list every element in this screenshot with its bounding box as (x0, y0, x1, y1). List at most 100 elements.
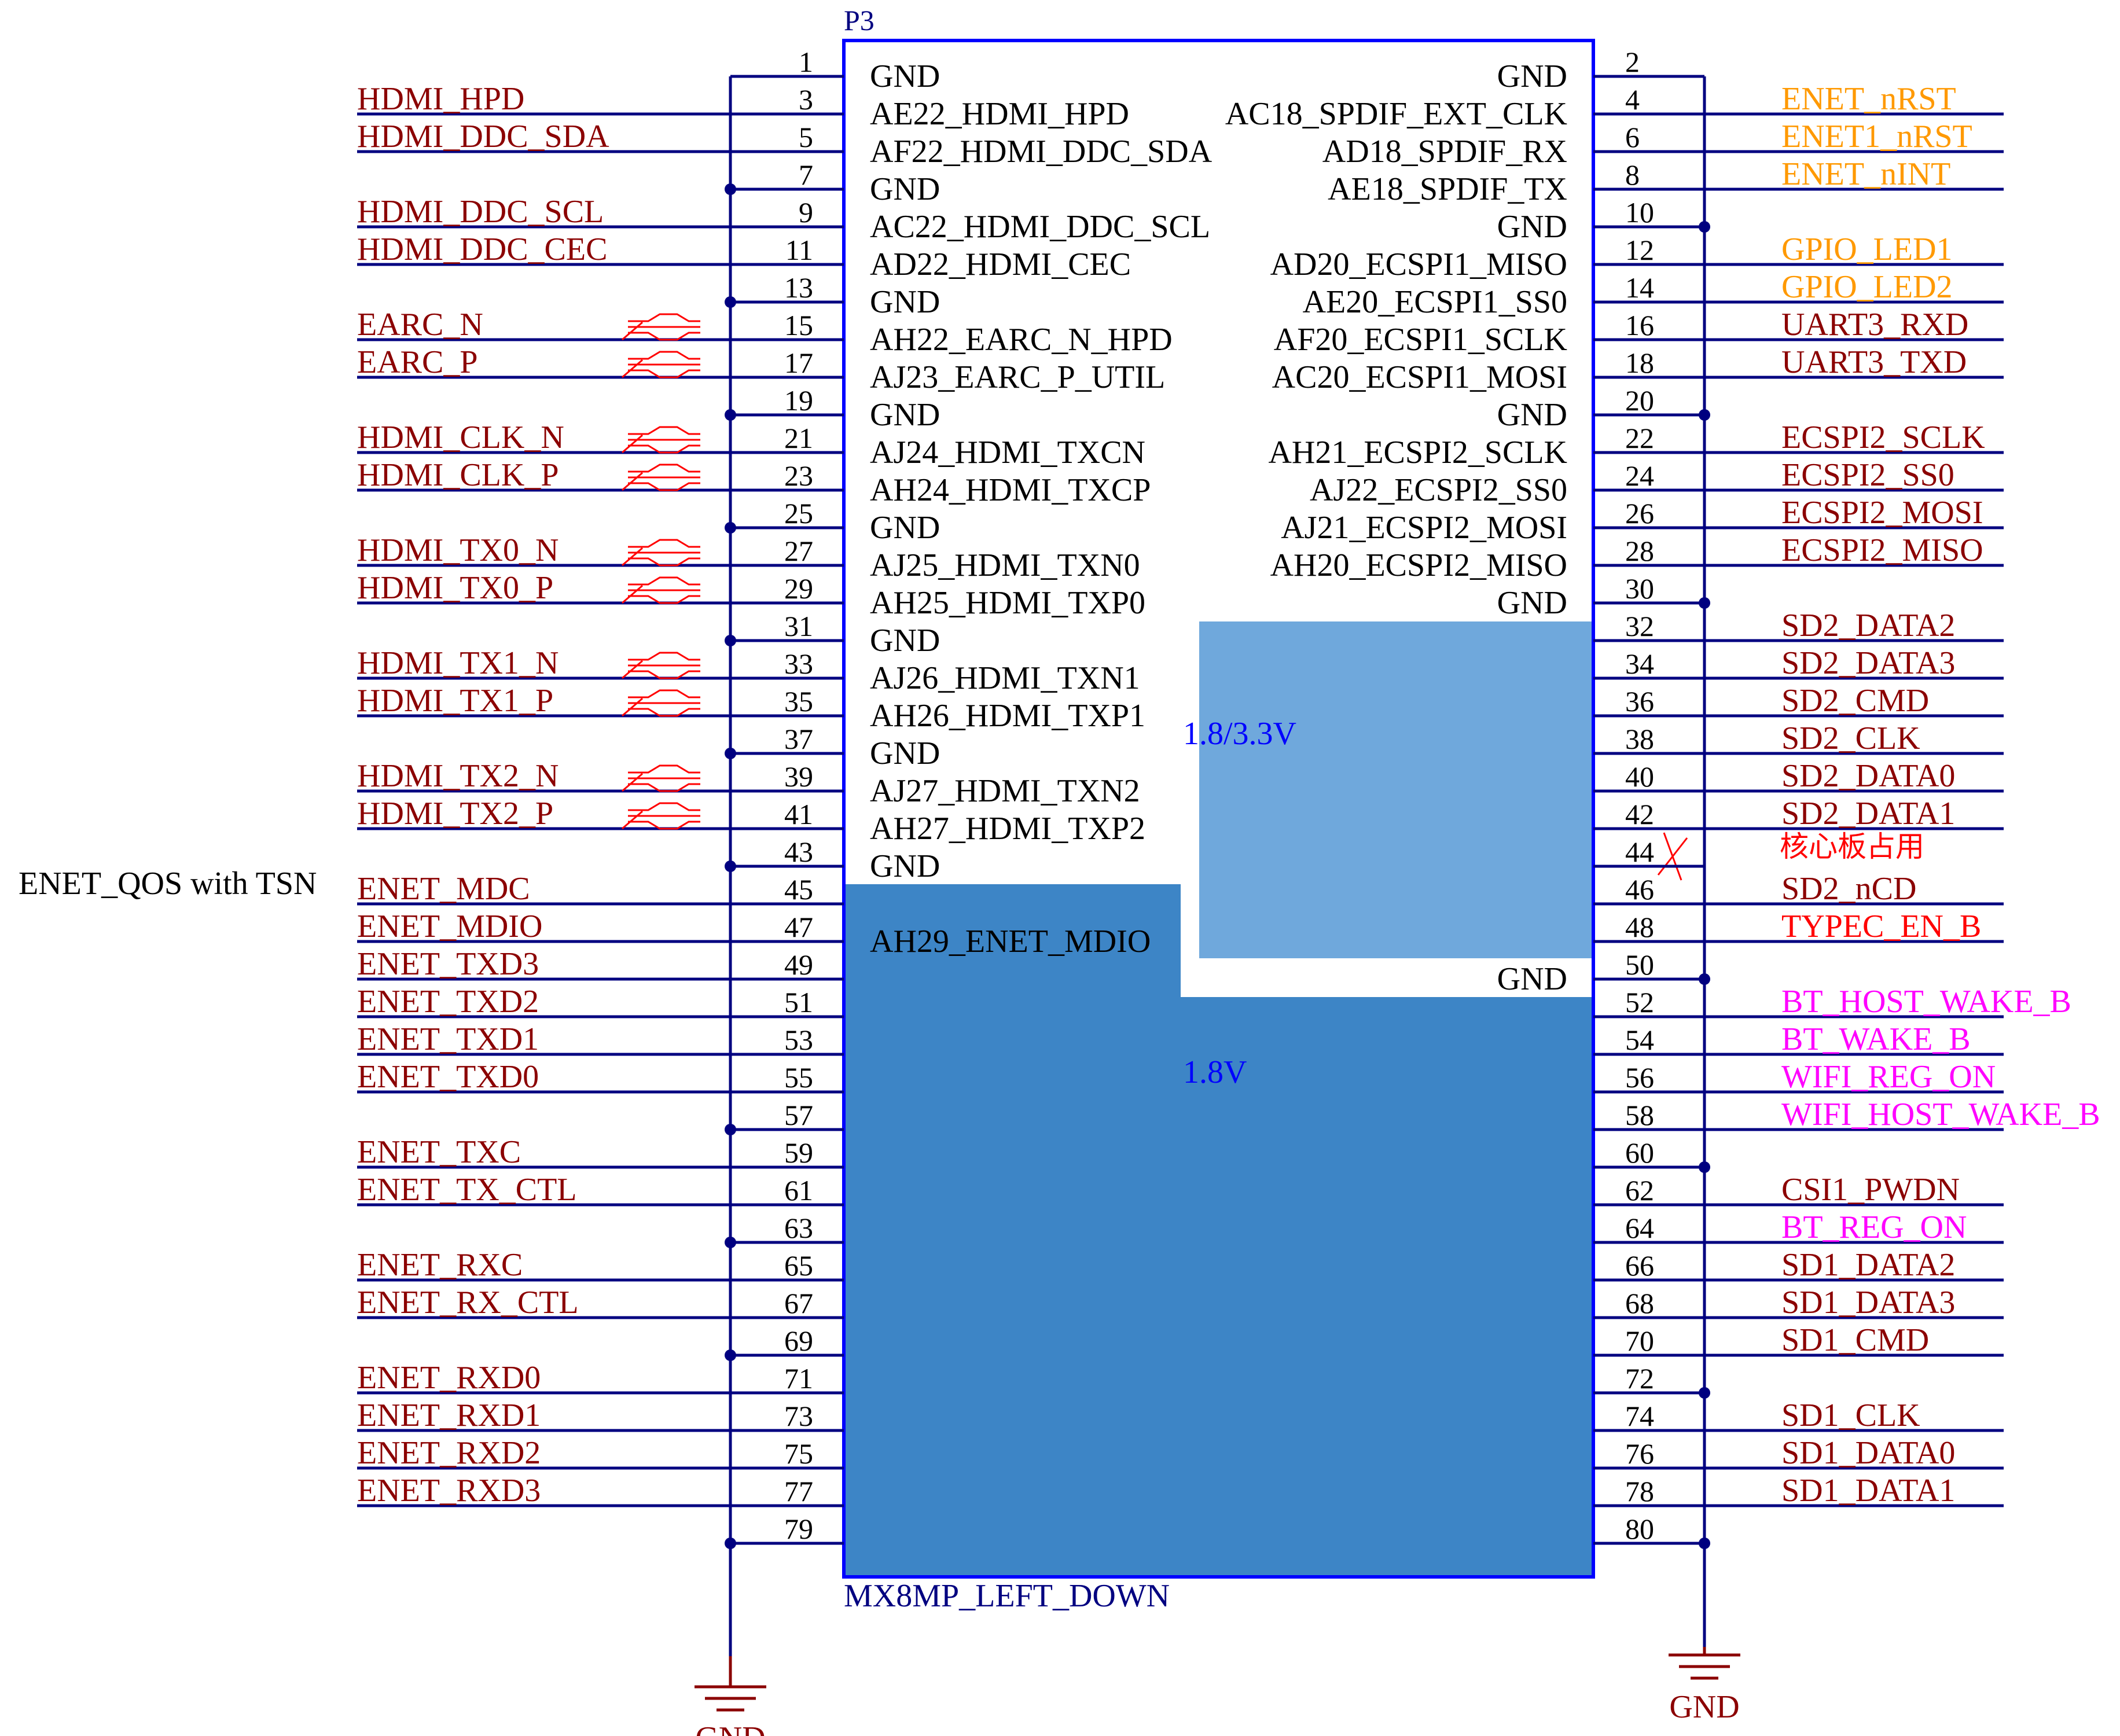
pin-name: AH20_ECSPI2_MISO (1270, 547, 1567, 583)
diff-pair-icon (622, 313, 700, 341)
junction-dot (725, 1349, 736, 1361)
net-label: GPIO_LED2 (1781, 269, 1953, 305)
pin-number: 74 (1625, 1400, 1654, 1432)
pin-number: 11 (785, 234, 813, 266)
pin-number: 33 (784, 648, 813, 680)
pin-name: GND (870, 510, 940, 546)
pin-72[interactable]: 72 (1593, 1362, 1710, 1399)
pin-44[interactable]: 44 (1593, 836, 1704, 868)
pin-79[interactable]: 79 (725, 1513, 844, 1549)
pin-80[interactable]: 80 (1593, 1513, 1710, 1549)
pin-number: 10 (1625, 196, 1654, 229)
net-label: WIFI_REG_ON (1781, 1059, 1996, 1095)
gnd-power-port-right[interactable]: GND (1669, 1647, 1740, 1725)
net-label: HDMI_DDC_SCL (357, 194, 604, 230)
gnd-power-port-left[interactable]: GND (695, 1656, 766, 1736)
pin-number: 66 (1625, 1249, 1654, 1282)
pin-63[interactable]: 63 (725, 1212, 844, 1248)
pin-number: 32 (1625, 610, 1654, 642)
net-label: HDMI_DDC_CEC (357, 231, 607, 267)
pin-60[interactable]: 60 (1593, 1137, 1710, 1173)
pin-number: 44 (1625, 836, 1654, 868)
net-label: HDMI_TX2_N (357, 758, 559, 794)
pin-69[interactable]: 69 (725, 1325, 844, 1361)
pin-number: 39 (784, 760, 813, 793)
pin-57[interactable]: 57 (725, 1099, 844, 1135)
no-connect-note: 核心板占用 (1780, 830, 1924, 863)
